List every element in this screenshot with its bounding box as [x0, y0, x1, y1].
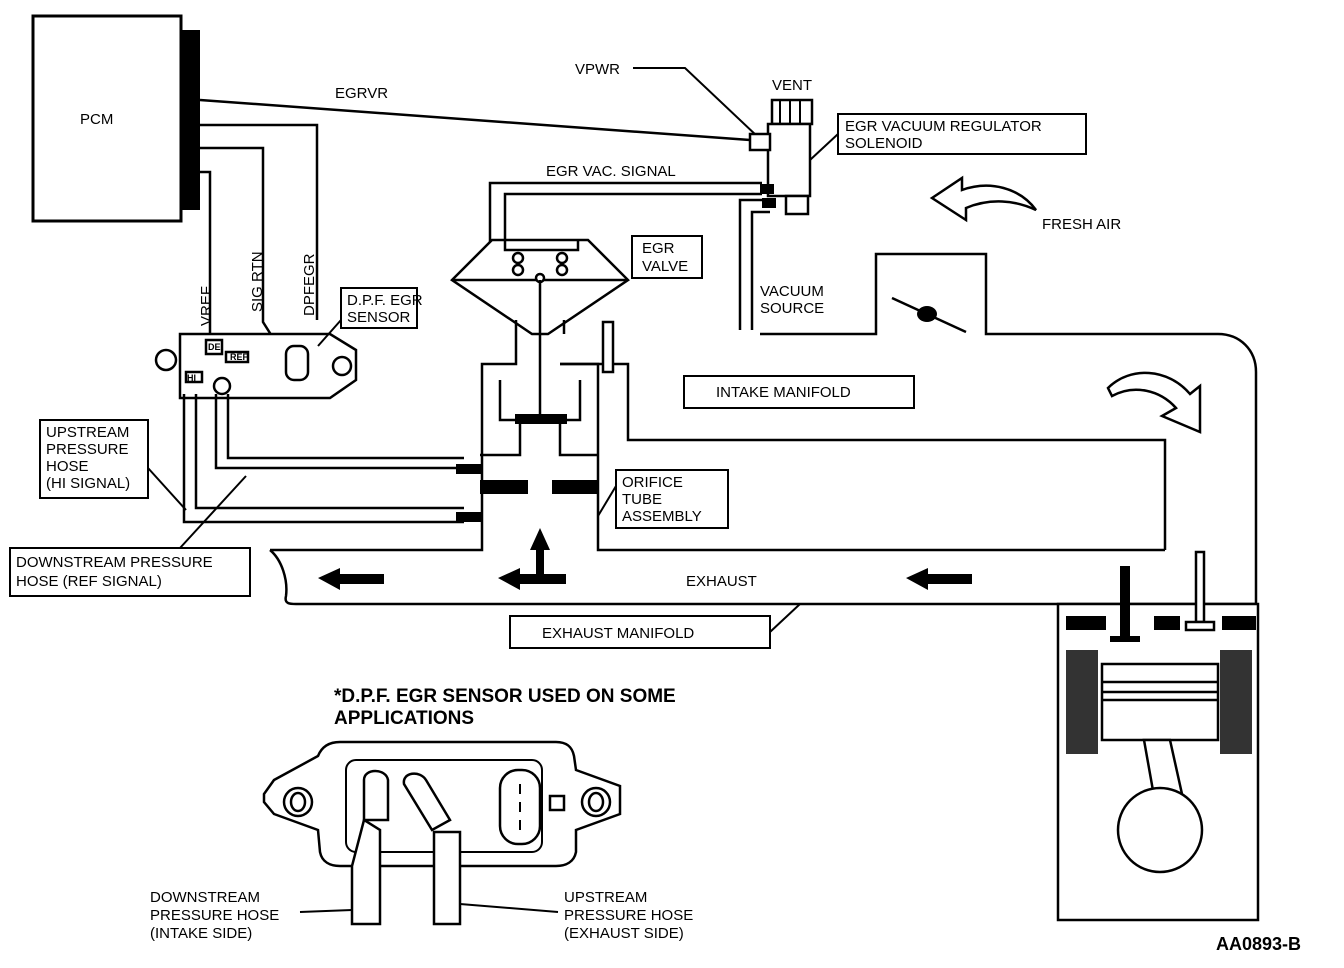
egr-vac-signal-hose [488, 181, 762, 245]
exhaust-manifold-label: EXHAUST MANIFOLD [542, 625, 694, 642]
orifice-label-line2: TUBE [622, 491, 662, 508]
dpf-egr-sensor: REF HI DE [154, 332, 358, 400]
orifice-label-line1: ORIFICE [622, 474, 683, 491]
vacuum-source-hose [738, 198, 770, 330]
vacuum-source-label-line2: SOURCE [760, 300, 824, 317]
pcm-module: PCM [31, 14, 200, 223]
egr-vacuum-regulator-label-line2: SOLENOID [845, 135, 923, 152]
fresh-air-arrow-icon [929, 175, 1038, 223]
figure-code: AA0893-B [1216, 934, 1301, 954]
throttle-plate-icon [917, 306, 937, 322]
pcm-wiring [199, 98, 751, 369]
egrvr-label: EGRVR [335, 85, 388, 102]
orifice-label-line3: ASSEMBLY [622, 508, 702, 525]
intake-manifold-label: INTAKE MANIFOLD [716, 384, 851, 401]
vacuum-source-label-line1: VACUUM [760, 283, 824, 300]
upstream-hose-label-line4: (HI SIGNAL) [46, 475, 130, 492]
dpf-sensor-detail [262, 740, 622, 926]
exhaust-pipe [269, 549, 1256, 606]
downstream-hose-label-line2: HOSE (REF SIGNAL) [16, 573, 162, 590]
fresh-air-label: FRESH AIR [1042, 216, 1121, 233]
engine-cylinder [1056, 550, 1260, 922]
egr-valve-label-line2: VALVE [642, 258, 688, 275]
intake-flow-arrow-icon [1106, 371, 1202, 434]
detail-upstream-label-line1: UPSTREAM [564, 889, 647, 906]
sensor-port-hi-label: HI [187, 373, 196, 383]
intake-manifold-outline [560, 252, 1258, 610]
exhaust-flow-arrows-icon [318, 528, 972, 590]
egr-vacuum-regulator-label-line1: EGR VACUUM REGULATOR [845, 118, 1042, 135]
dpfegr-label: DPFEGR [301, 253, 318, 316]
exhaust-label: EXHAUST [686, 573, 757, 590]
egr-valve [450, 238, 630, 424]
pcm-label: PCM [80, 111, 113, 128]
egr-valve-label-line1: EGR [642, 240, 675, 257]
detail-downstream-label-line1: DOWNSTREAM [150, 889, 260, 906]
vref-label: VREF [198, 286, 215, 326]
downstream-hose-label-line1: DOWNSTREAM PRESSURE [16, 554, 213, 571]
detail-downstream-label-line2: PRESSURE HOSE [150, 907, 279, 924]
vent-label: VENT [772, 77, 812, 94]
detail-upstream-label-line3: (EXHAUST SIDE) [564, 925, 684, 942]
vpwr-label: VPWR [575, 61, 620, 78]
upstream-hose-label-line1: UPSTREAM [46, 424, 129, 441]
piston-icon [1100, 662, 1220, 874]
sensor-port-ref-label: REF [230, 352, 249, 362]
dpf-sensor-label-line2: SENSOR [347, 309, 411, 326]
upstream-hose-label-line2: PRESSURE [46, 441, 129, 458]
dpf-sensor-label-line1: D.P.F. EGR [347, 292, 423, 309]
pressure-hoses [182, 394, 482, 524]
egr-vac-signal-label: EGR VAC. SIGNAL [546, 163, 676, 180]
sensor-port-mark-label: DE [208, 342, 221, 352]
note-line1: *D.P.F. EGR SENSOR USED ON SOME [334, 686, 676, 707]
sig-rtn-label: SIG RTN [249, 251, 266, 312]
detail-upstream-label-line2: PRESSURE HOSE [564, 907, 693, 924]
upstream-hose-label-line3: HOSE [46, 458, 89, 475]
detail-downstream-label-line3: (INTAKE SIDE) [150, 925, 252, 942]
note-line2: APPLICATIONS [334, 708, 474, 729]
egr-vacuum-regulator-solenoid [748, 98, 814, 216]
